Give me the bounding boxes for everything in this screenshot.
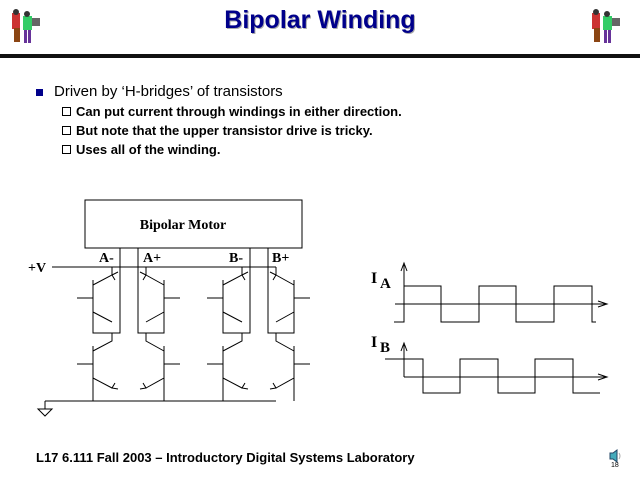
ia-subscript: A [380, 276, 391, 292]
terminal-label: B+ [272, 251, 289, 266]
transistor-leg [267, 248, 310, 401]
ib-subscript: B [380, 340, 390, 356]
sub-bullet: Can put current through windings in eith… [62, 104, 402, 119]
ia-waveform [394, 285, 596, 323]
emitter-arrow [241, 271, 249, 390]
hollow-square-icon [62, 145, 71, 154]
terminal-label: B- [229, 251, 243, 266]
hollow-square-icon [62, 107, 71, 116]
sub-bullet-text: But note that the upper transistor drive… [76, 123, 373, 138]
ib-axes [400, 341, 609, 381]
terminal-label: A- [99, 251, 114, 266]
sub-bullet: But note that the upper transistor drive… [62, 123, 373, 138]
transistor-leg [137, 248, 180, 401]
ib-waveform [385, 358, 600, 394]
footer: L17 6.111 Fall 2003 – Introductory Digit… [36, 450, 415, 465]
emitter-arrow [269, 271, 277, 390]
hollow-square-icon [62, 126, 71, 135]
ib-label: I [371, 334, 377, 351]
mit-logo-left [12, 9, 40, 43]
bullet-square-icon [36, 89, 43, 96]
bullet-text: Driven by ‘H-bridges’ of transistors [54, 83, 283, 100]
motor-label: Bipolar Motor [140, 218, 226, 233]
terminal-label: A+ [143, 251, 161, 266]
sub-bullet-text: Uses all of the winding. [76, 142, 221, 157]
supply-label: +V [28, 261, 46, 276]
emitter-arrow [111, 271, 119, 390]
sub-bullet: Uses all of the winding. [62, 142, 220, 157]
slide-title: Bipolar Winding [224, 6, 416, 34]
mit-logo-right [592, 9, 620, 43]
title-rule [0, 54, 640, 58]
ground-icon [36, 401, 54, 417]
transistor-leg [207, 248, 251, 401]
ia-axes [395, 261, 609, 322]
transistor-leg [77, 248, 121, 401]
page-number: 18 [611, 462, 619, 469]
ia-label: I [371, 270, 377, 287]
sub-bullet-text: Can put current through windings in eith… [76, 104, 402, 119]
emitter-arrow [139, 271, 147, 390]
motor-box [84, 199, 303, 249]
speaker-icon[interactable] [608, 449, 624, 463]
